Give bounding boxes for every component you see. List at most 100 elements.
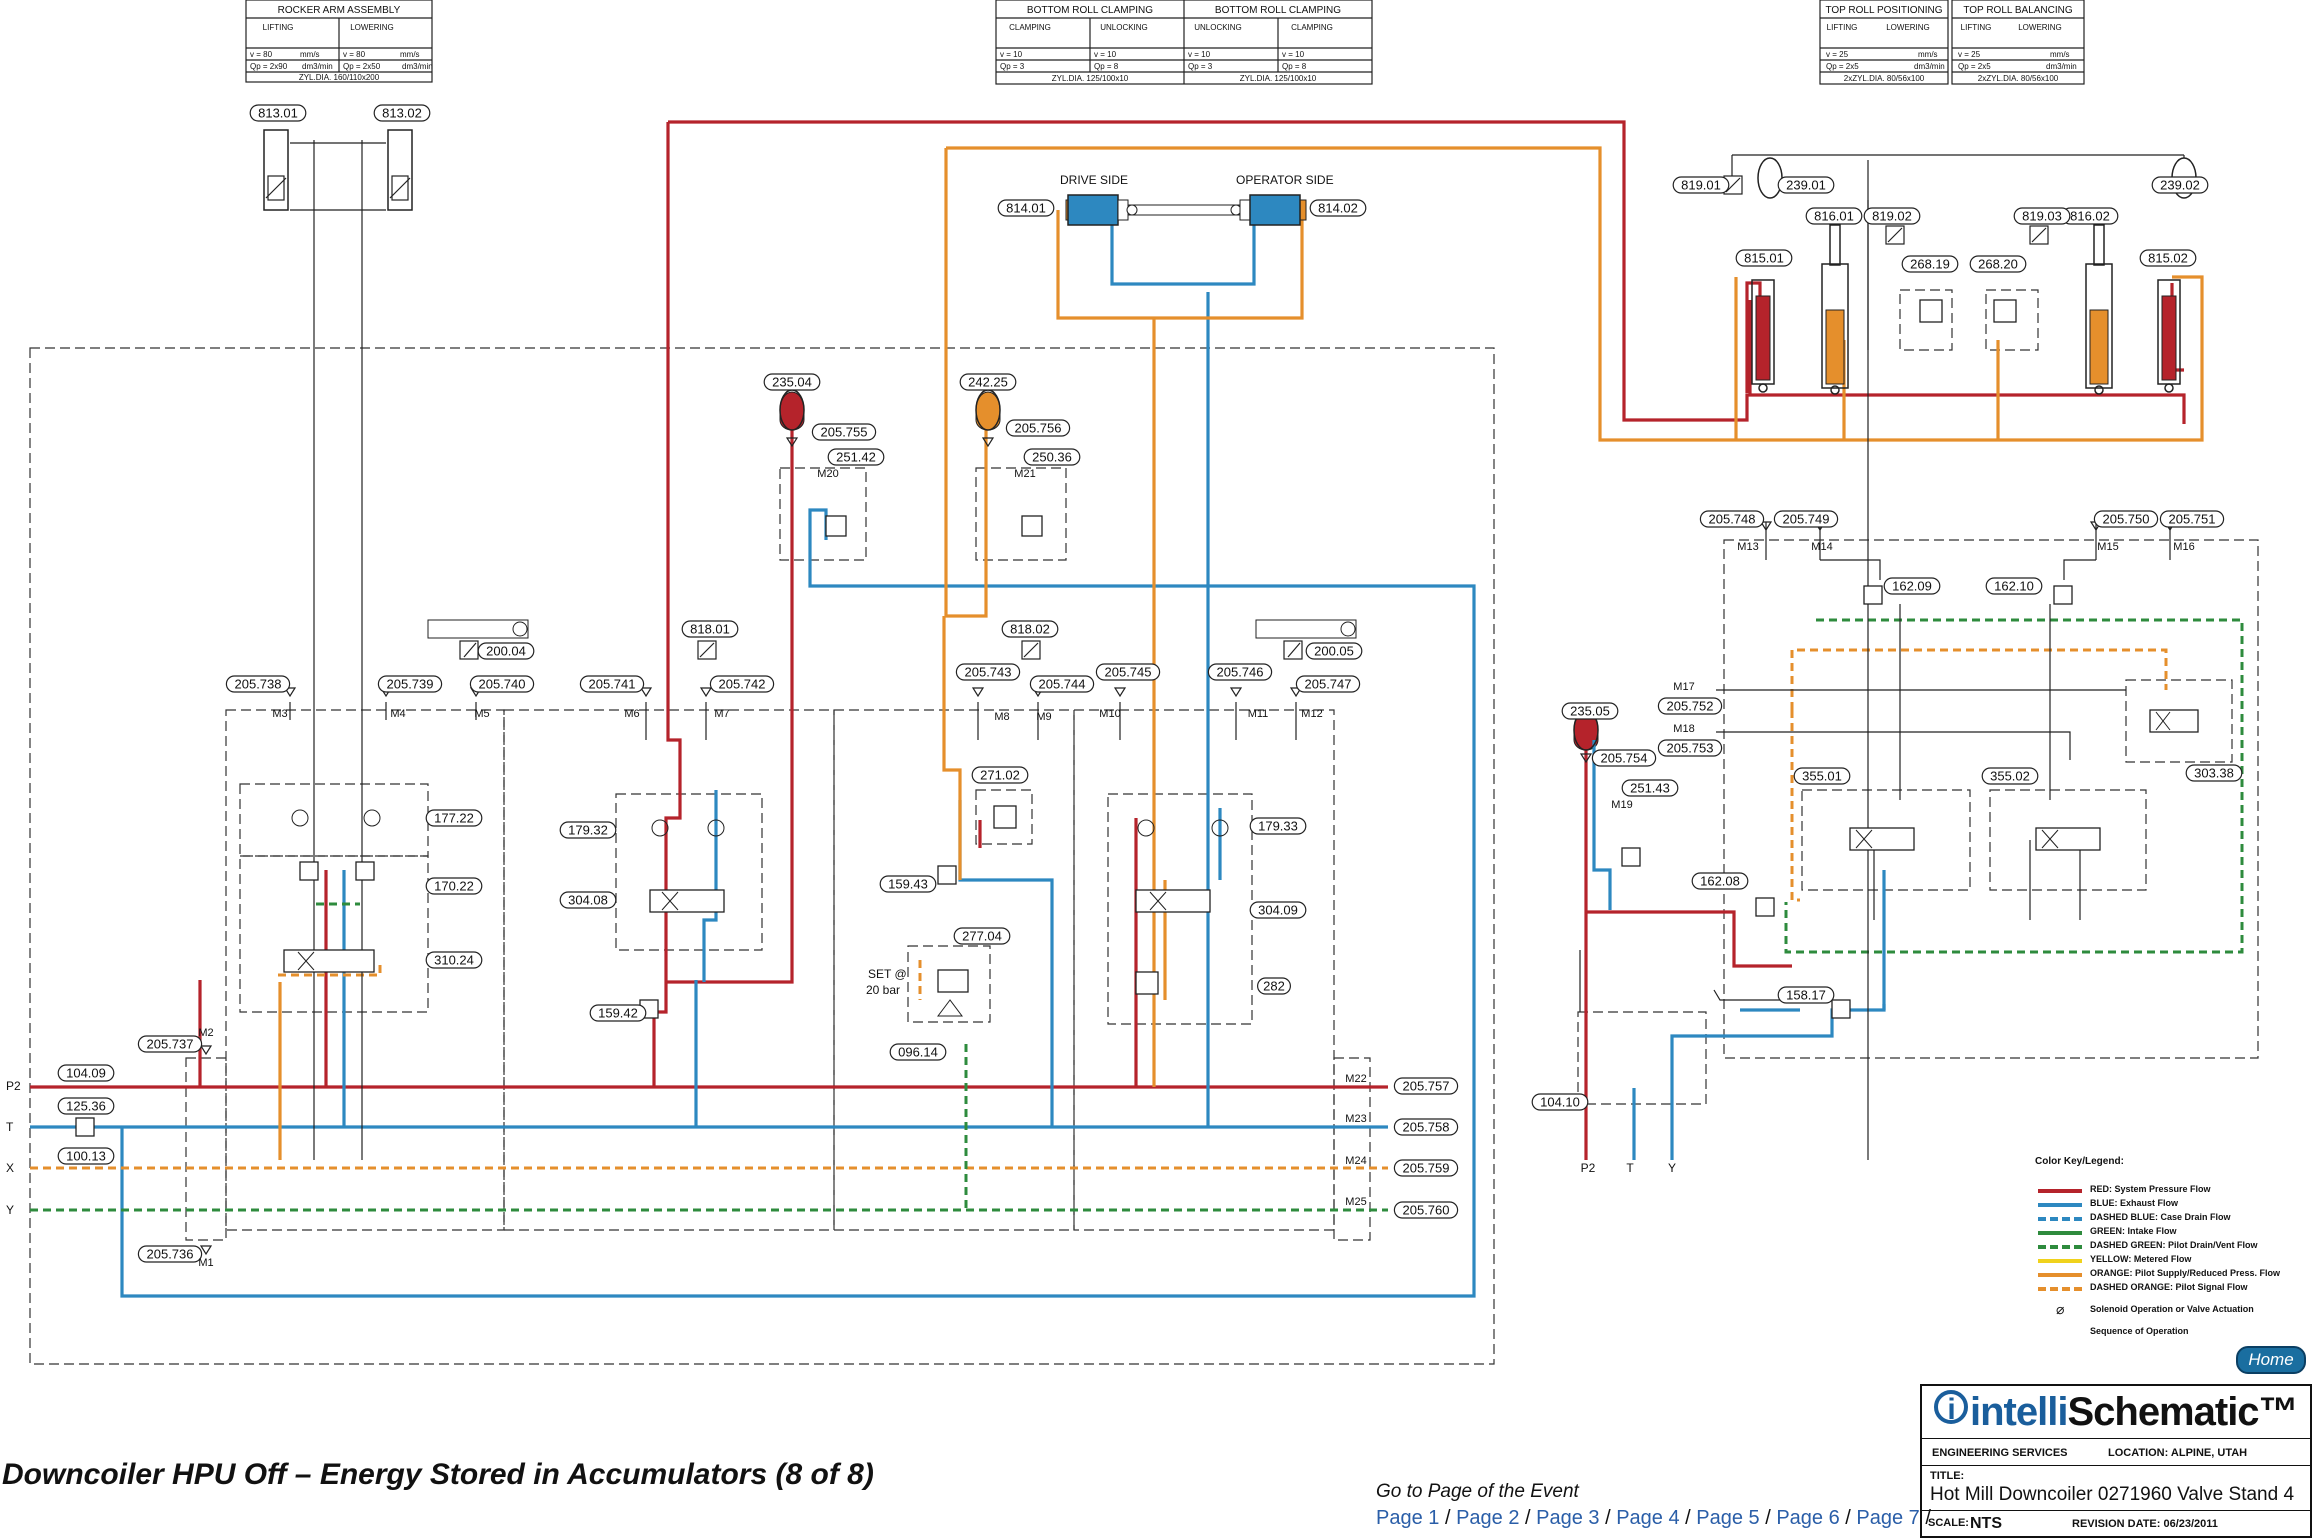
rocker-unit-q-left: dm3/min [302, 62, 333, 71]
port-label-m16: M16 [2173, 541, 2194, 553]
enclosures [29, 289, 2259, 1365]
component-tag-235-05: 235.05 [1561, 702, 1619, 720]
page-link-3[interactable]: Page 3 [1536, 1507, 1600, 1529]
tag-label: 162.08 [1700, 874, 1740, 889]
rocker-unit-q-right: dm3/min [402, 62, 433, 71]
legend-solenoid-note: Solenoid Operation or Valve Actuation [2090, 1304, 2254, 1314]
tag-outline [811, 423, 877, 441]
port-label-m25: M25 [1345, 1196, 1366, 1208]
tag-outline [953, 927, 1011, 945]
component-tag-205-740: 205.740 [469, 675, 535, 693]
tag-label: 205.743 [965, 665, 1012, 680]
tag-label: 303.38 [2194, 766, 2234, 781]
component-tag-242-25: 242.25 [959, 373, 1017, 391]
tag-outline [1393, 1077, 1459, 1095]
tag-label: 205.739 [387, 677, 434, 692]
rocker-v-left: v = 80 [250, 50, 273, 59]
page-link-1[interactable]: Page 1 [1376, 1507, 1440, 1529]
tag-label: 251.43 [1630, 781, 1670, 796]
tag-outline [589, 1004, 647, 1022]
topbal-title: TOP ROLL BALANCING [1963, 5, 2073, 16]
tag-outline [827, 448, 885, 466]
rocker-unit-v-right: mm/s [400, 50, 420, 59]
component-tag-814-01: 814.01 [997, 199, 1055, 217]
tag-outline [971, 766, 1029, 784]
page-link-4[interactable]: Page 4 [1616, 1507, 1680, 1529]
tag-label: 271.02 [980, 768, 1020, 783]
component-tag-162-08: 162.08 [1691, 872, 1749, 890]
tag-outline [559, 891, 617, 909]
tag-label: 818.02 [1010, 622, 1050, 637]
rocker-right: LOWERING [350, 23, 394, 32]
tag-label: 205.736 [147, 1247, 194, 1262]
cylinder-814-02 [1239, 194, 1301, 226]
logo-schematic: Schematic™ [2067, 1390, 2298, 1434]
set-value-label: 20 bar [866, 983, 900, 997]
tag-outline [959, 373, 1017, 391]
component-tag-205-742: 205.742 [709, 675, 775, 693]
tag-outline [1256, 977, 1291, 995]
goto-label: Go to Page of the Event [1376, 1481, 1579, 1502]
page-link-5[interactable]: Page 5 [1696, 1507, 1760, 1529]
component-tag-815-02: 815.02 [2139, 249, 2197, 267]
home-button[interactable]: Home [2236, 1346, 2306, 1374]
page-link-7[interactable]: Page 7 [1856, 1507, 1920, 1529]
component-tag-125-36: 125.36 [57, 1097, 115, 1115]
bottom-qp4: Qp = 8 [1282, 62, 1307, 71]
legend-label: BLUE: Exhaust Flow [2090, 1198, 2179, 1208]
tag-label: 355.02 [1990, 769, 2030, 784]
tag-outline [1249, 901, 1307, 919]
tag-label: 304.08 [568, 893, 608, 908]
tag-outline [1969, 255, 2027, 273]
port-label-m12: M12 [1301, 708, 1322, 720]
component-tag-268-20: 268.20 [1969, 255, 2027, 273]
tag-label: 205.741 [589, 677, 636, 692]
drawing-title: Hot Mill Downcoiler 0271960 Valve Stand … [1930, 1484, 2295, 1505]
valve-symbols [291, 711, 2171, 1017]
component-tag-814-02: 814.02 [1309, 199, 1367, 217]
legend-swatch [2038, 1231, 2082, 1235]
topbal-qp: Qp = 2x5 [1958, 62, 1991, 71]
bottom-title-left: BOTTOM ROLL CLAMPING [1027, 5, 1153, 16]
tag-label: 815.01 [1744, 251, 1784, 266]
tag-outline [681, 620, 739, 638]
topbal-cyl: 2xZYL.DIA. 80/56x100 [1978, 74, 2059, 83]
component-tag-205-755: 205.755 [811, 423, 877, 441]
port-label-m1: M1 [198, 1257, 213, 1269]
port-label-m21: M21 [1014, 468, 1035, 480]
tag-label: 814.02 [1318, 201, 1358, 216]
tag-label: 205.748 [1709, 512, 1756, 527]
tag-label: 205.755 [821, 425, 868, 440]
tag-outline [1393, 1118, 1459, 1136]
red-accumulator-fills [779, 295, 2177, 751]
component-tag-162-10: 162.10 [1985, 577, 2043, 595]
tag-label: 205.756 [1015, 421, 1062, 436]
tag-outline [137, 1245, 203, 1263]
blue-exhaust-lines [30, 210, 1886, 1298]
tag-label: 205.749 [1783, 512, 1830, 527]
tag-outline [1691, 872, 1749, 890]
port-label-m24: M24 [1345, 1155, 1366, 1167]
tag-label: 239.02 [2160, 178, 2200, 193]
header-tables [245, 0, 2085, 85]
component-tag-813-01: 813.01 [249, 104, 307, 122]
port-label-m9: M9 [1036, 711, 1051, 723]
component-tag-205-757: 205.757 [1393, 1077, 1459, 1095]
component-tag-205-738: 205.738 [225, 675, 291, 693]
line-label-left-p2: P2 [6, 1079, 21, 1093]
bottom-qp1: Qp = 3 [1000, 62, 1025, 71]
component-tag-170-22: 170.22 [425, 877, 483, 895]
component-tag-355-01: 355.01 [1793, 767, 1851, 785]
component-tag-200-04: 200.04 [477, 642, 535, 660]
red-pressure-lines [30, 120, 2186, 1160]
component-tag-250-36: 250.36 [1023, 448, 1081, 466]
tag-label: 282 [1263, 979, 1285, 994]
component-tag-177-22: 177.22 [425, 809, 483, 827]
page-link-separator: / [1839, 1507, 1857, 1529]
page-link-2[interactable]: Page 2 [1456, 1507, 1520, 1529]
tag-label: 205.745 [1105, 665, 1152, 680]
component-tag-205-746: 205.746 [1207, 663, 1273, 681]
page-link-6[interactable]: Page 6 [1776, 1507, 1840, 1529]
